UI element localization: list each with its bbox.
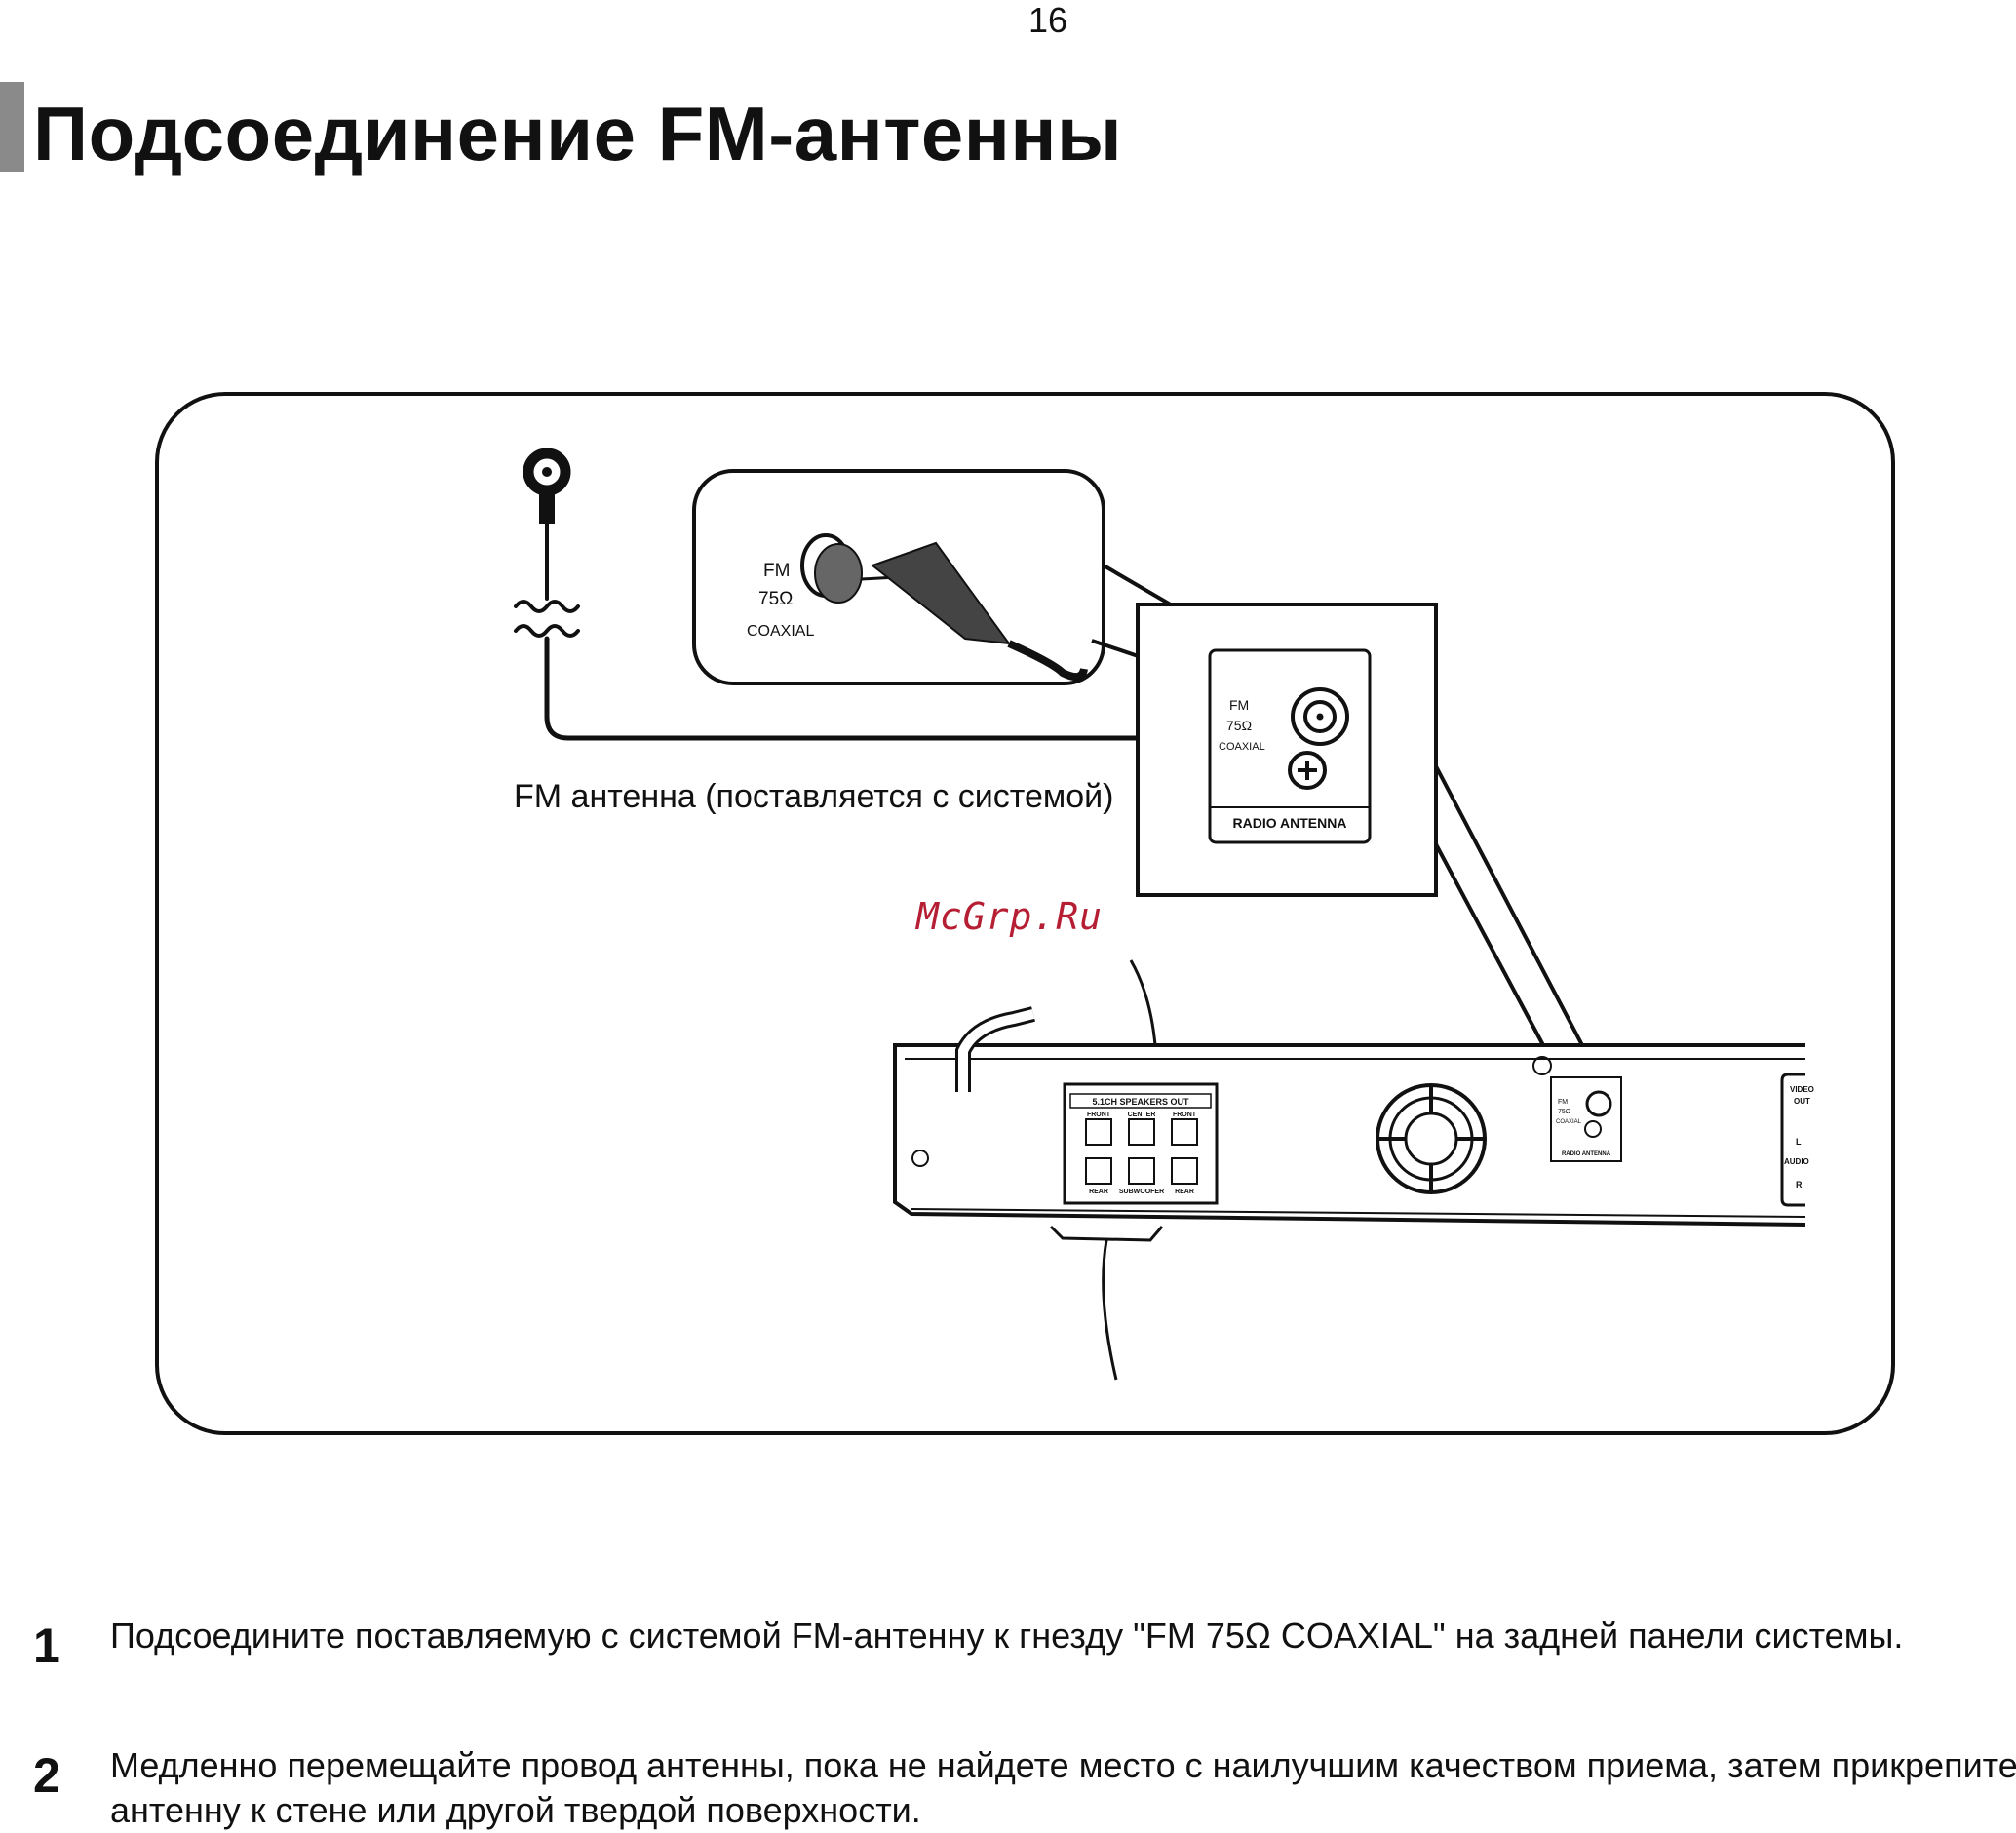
small-radio-antenna-panel [1550, 1076, 1622, 1162]
callout-jack-75: 75Ω [758, 589, 793, 609]
figure-caption: FM антенна (поставляется с системой) [514, 778, 1114, 815]
small-coaxial-label: COAXIAL [1556, 1119, 1582, 1125]
callout-jack-fm: FM [763, 561, 790, 581]
front-right-label: FRONT [1173, 1112, 1197, 1118]
video-out-label-2: OUT [1794, 1097, 1810, 1106]
small-fm-label: FM [1558, 1099, 1568, 1106]
figure-frame [155, 392, 1895, 1435]
audio-r-label: R [1796, 1180, 1803, 1190]
panel-to-unit-lines [1434, 765, 1584, 1046]
coaxial-plug-icon [800, 533, 1088, 682]
title-accent-bar [0, 82, 24, 172]
callout-jack-coaxial: COAXIAL [747, 623, 814, 640]
panel-fm: FM [1229, 697, 1249, 713]
panel-coaxial: COAXIAL [1219, 741, 1265, 753]
rear-left-label: REAR [1089, 1189, 1108, 1195]
step-1-number: 1 [33, 1618, 60, 1673]
fm-antenna-wire [514, 448, 1307, 741]
watermark: McGrp.Ru [916, 895, 1104, 938]
panel-75: 75Ω [1226, 718, 1252, 733]
step-1-text: Подсоедините поставляемую с системой FM-… [110, 1616, 1904, 1656]
subwoofer-label: SUBWOOFER [1119, 1189, 1164, 1195]
small-75-label: 75Ω [1558, 1109, 1570, 1115]
audio-label: AUDIO [1784, 1157, 1809, 1166]
center-label: CENTER [1128, 1112, 1156, 1118]
receiver-unit-rear [893, 959, 1806, 1381]
rear-right-label: REAR [1175, 1189, 1194, 1195]
ground-screw-icon [1288, 751, 1327, 790]
step-2-number: 2 [33, 1748, 60, 1803]
step-2-text: Медленно перемещайте провод антенны, пок… [110, 1745, 2016, 1830]
small-radio-label: RADIO ANTENNA [1562, 1151, 1611, 1157]
video-out-label-1: VIDEO [1790, 1085, 1814, 1094]
page-number: 16 [1027, 0, 1068, 40]
cooling-fan-icon [1376, 1083, 1487, 1194]
page-title: Подсоединение FM-антенны [33, 91, 1123, 176]
unit-labels: 5.1CH SPEAKERS OUT FRONT CENTER FRONT RE… [1087, 1085, 1814, 1195]
panel-radio-antenna-label: RADIO ANTENNA [1233, 815, 1347, 831]
front-left-label: FRONT [1087, 1112, 1111, 1118]
audio-l-label: L [1796, 1137, 1802, 1147]
speakers-title: 5.1CH SPEAKERS OUT [1092, 1097, 1189, 1107]
coaxial-jack-icon [1291, 687, 1349, 746]
